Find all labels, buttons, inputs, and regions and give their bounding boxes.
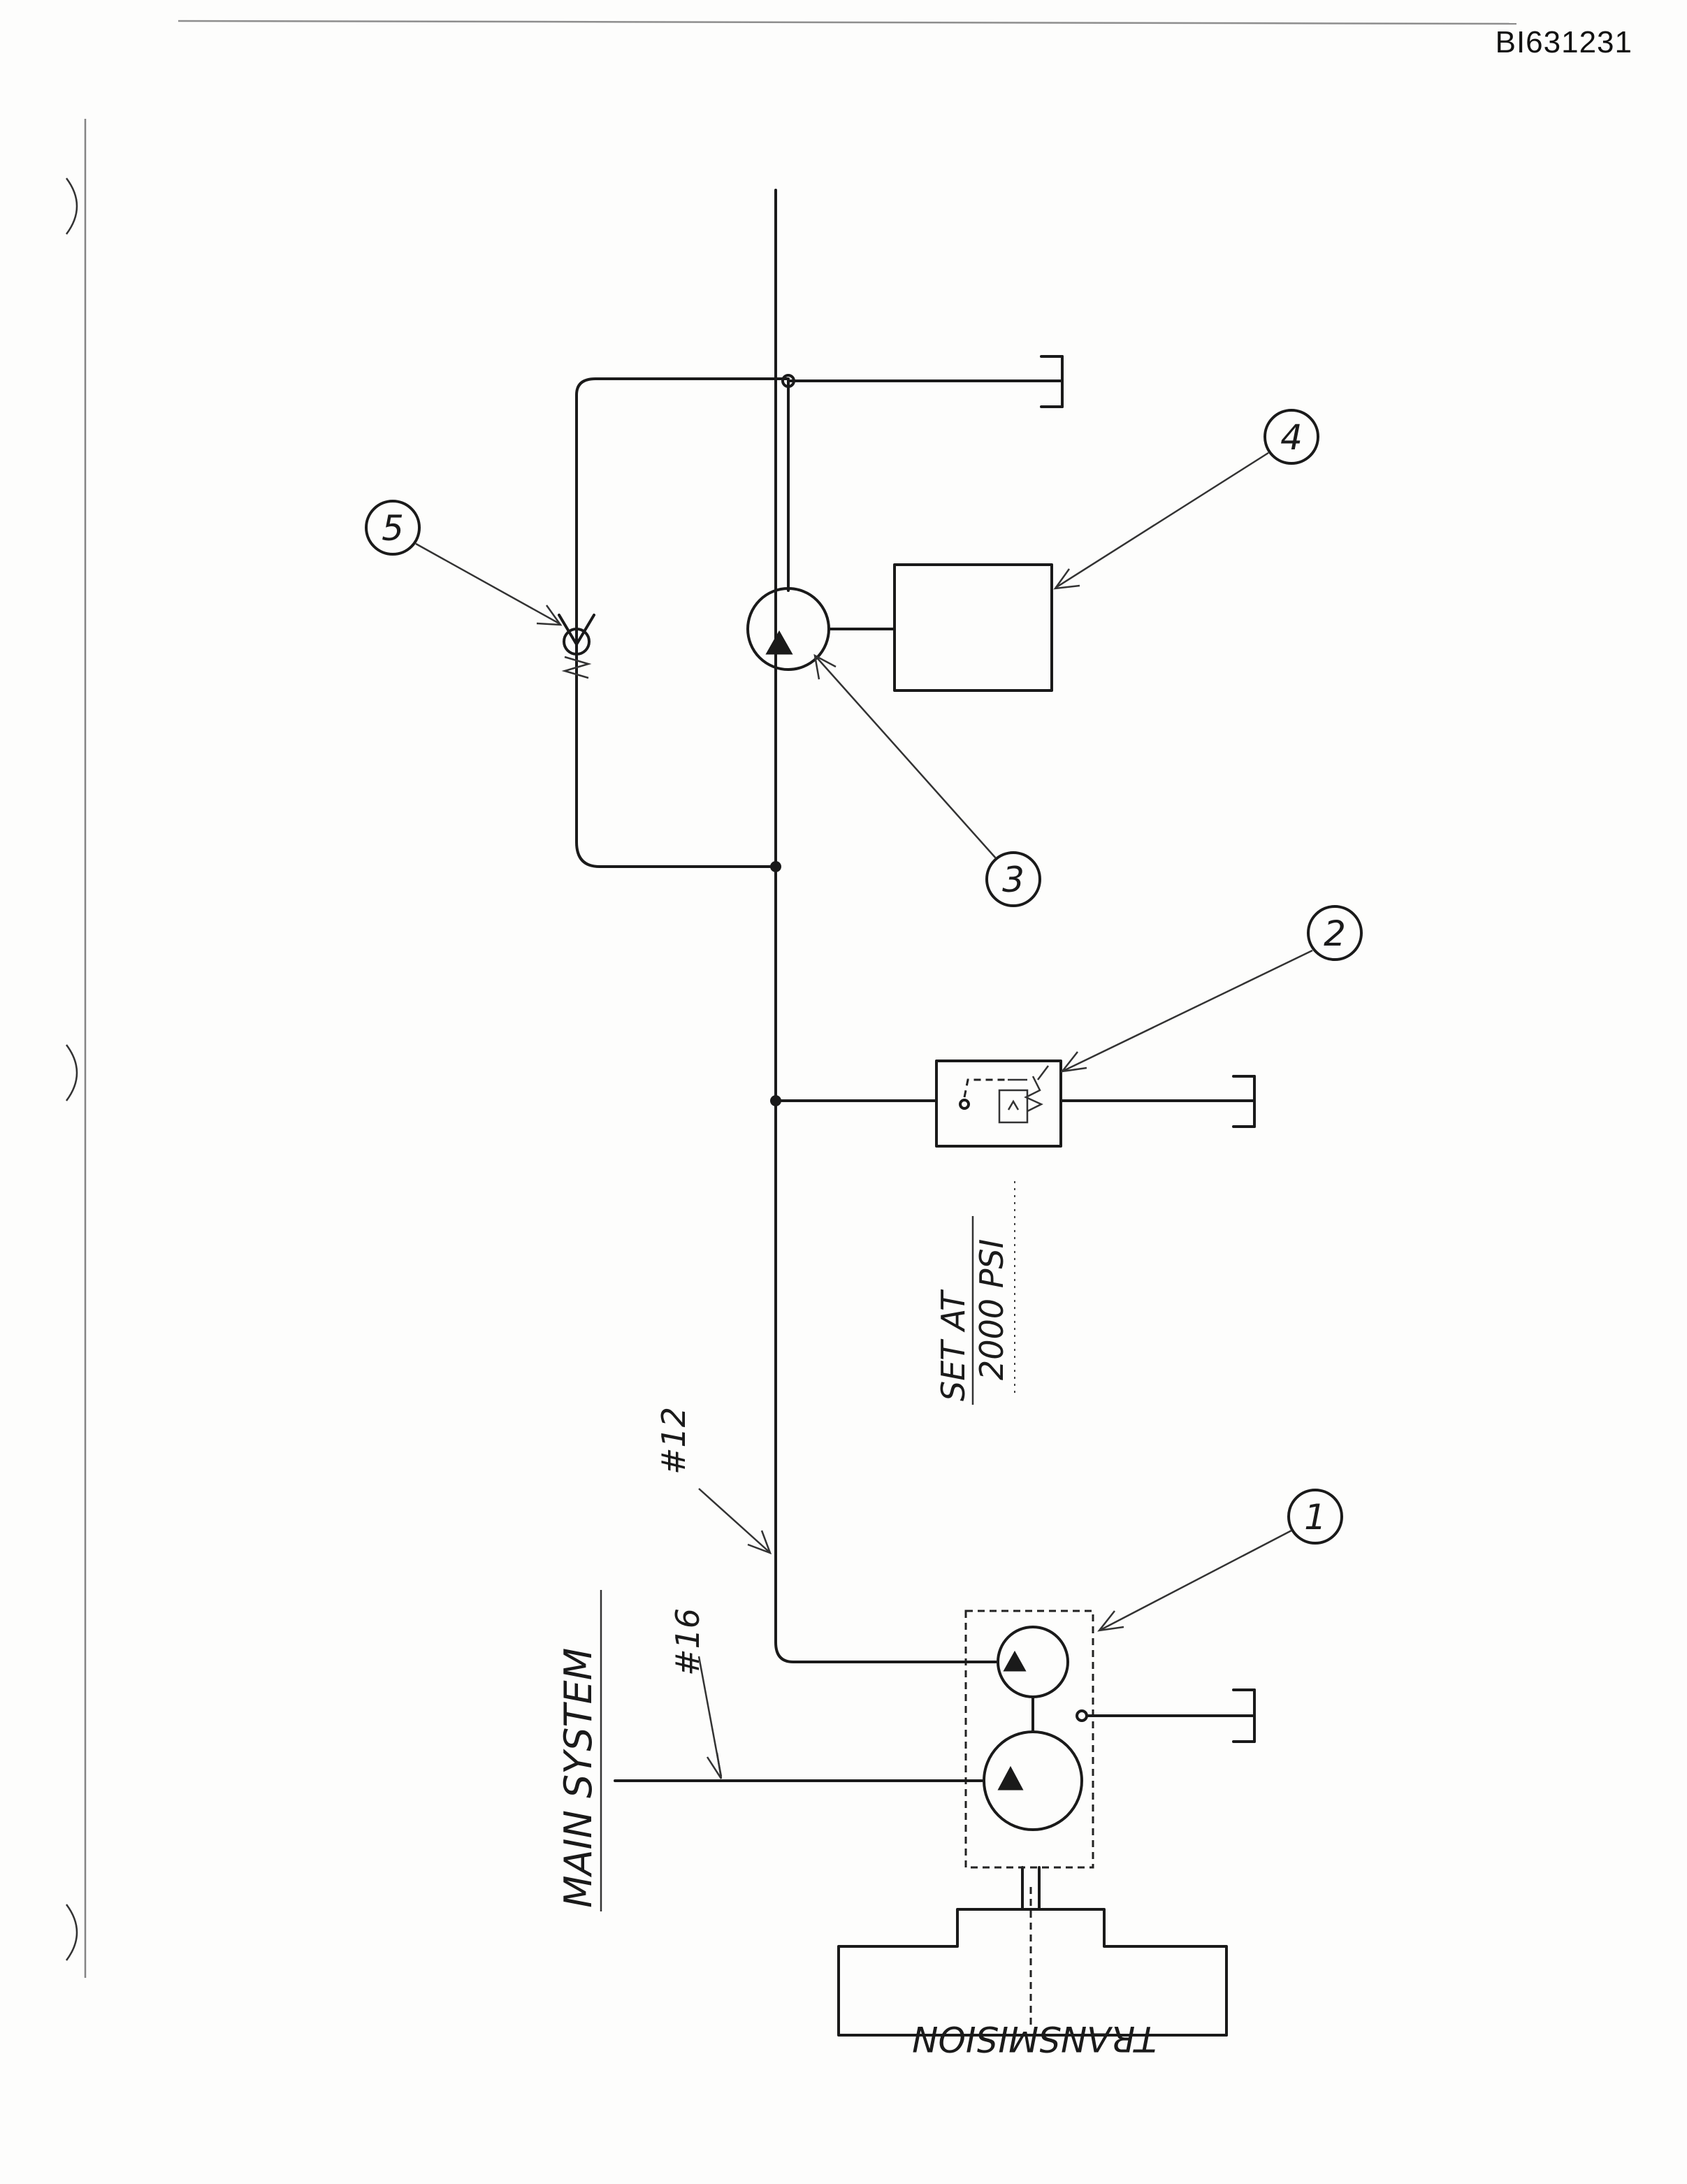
- callout-5: 5: [365, 500, 563, 626]
- callout-1: 1: [1097, 1489, 1343, 1632]
- tandem-pump: [964, 1610, 1094, 1869]
- binder-hole-top: [65, 178, 78, 235]
- callout-1-number: 1: [1304, 1497, 1326, 1538]
- tank-symbol-relief: [1232, 1075, 1256, 1128]
- main-system-label: MAIN SYSTEM: [556, 1648, 600, 1908]
- callout-4: 4: [1053, 409, 1319, 590]
- set-at-label: SET AT: [934, 1289, 972, 1401]
- callout-2-number: 2: [1324, 913, 1346, 954]
- line-12-label: #12: [655, 1407, 693, 1475]
- pressure-label: 2000 PSI: [973, 1239, 1011, 1380]
- callout-5-number: 5: [382, 508, 404, 549]
- main-pump-symbol: [983, 1730, 1083, 1831]
- transmission-block: [837, 1887, 1228, 2037]
- check-valve: [558, 614, 595, 679]
- drive-shaft: [1021, 1866, 1041, 1911]
- callout-3-number: 3: [1002, 860, 1024, 900]
- charge-pump-symbol: [997, 1626, 1069, 1698]
- callout-3: 3: [813, 653, 1041, 907]
- relief-valve: [935, 1060, 1062, 1148]
- binder-hole-bottom: [65, 1904, 78, 1961]
- bypass-loop-line: [575, 377, 790, 868]
- document-id: BI631231: [1495, 25, 1632, 59]
- top-scan-edge: [178, 20, 1517, 25]
- line-16-label: #16: [669, 1608, 707, 1676]
- transmission-label: TRANSMISION: [912, 2018, 1157, 2059]
- binder-hole-middle: [65, 1044, 78, 1101]
- tank-symbol-return: [1040, 355, 1064, 408]
- callout-4-number: 4: [1280, 417, 1303, 458]
- charge-line: [774, 189, 997, 1663]
- driven-load-box: [893, 563, 1053, 692]
- tank-symbol-pump: [1232, 1688, 1256, 1743]
- line-12-leader: [698, 1488, 769, 1552]
- callout-2: 2: [1060, 905, 1363, 1073]
